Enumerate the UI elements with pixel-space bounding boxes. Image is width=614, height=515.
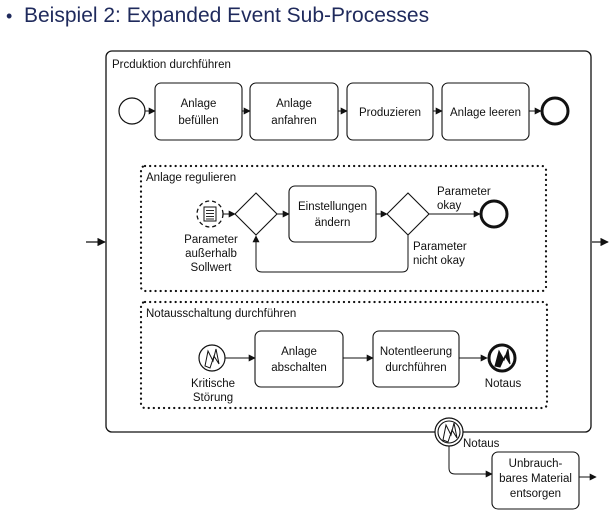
event-label: Parameter [184,234,238,246]
task-label: durchführen [385,362,446,374]
event-label: Sollwert [191,262,233,274]
error-end-event[interactable] [487,343,517,373]
flow-parameter-nicht-okay [252,235,409,273]
task-label: entsorgen [510,488,561,500]
error-icon [442,422,458,443]
subprocess-label: Anlage regulieren [146,172,236,184]
slide-title: • Beispiel 2: Expanded Event Sub-Processe… [6,4,429,28]
task-anlage-abschalten[interactable]: Anlage abschalten [254,330,344,388]
task-anlage-leeren[interactable]: Anlage leeren [441,82,530,141]
task-material-entsorgen[interactable]: Unbrauch- bares Material entsorgen [491,451,580,510]
start-event[interactable] [118,97,146,125]
task-label: bares Material [499,473,572,485]
event-subprocess-notausschaltung[interactable] [139,300,549,410]
slide-title-text: Beispiel 2: Expanded Event Sub-Processes [24,4,430,27]
error-start-event[interactable] [198,344,226,372]
conditional-icon [203,206,217,222]
error-icon [204,348,220,369]
task-label: abschalten [271,362,327,374]
main-process-label: Prcduktion durchführen [112,59,231,71]
task-label: ändern [315,217,351,229]
subprocess-label: Notausschaltung durchführen [146,308,296,320]
task-label: Notentleerung [380,346,452,358]
main-process-box[interactable] [105,50,592,433]
task-notentleerung[interactable]: Notentleerung durchführen [372,330,460,388]
task-label: anfahren [271,115,316,127]
event-label: Notaus [485,378,522,390]
end-event[interactable] [540,96,570,126]
task-label: befüllen [178,115,218,127]
task-label: Anlage [281,346,317,358]
task-label: Anlage [181,98,217,110]
task-label: Anlage [276,98,312,110]
boundary-error-event[interactable] [434,417,464,447]
end-event[interactable] [479,199,509,229]
task-anlage-anfahren[interactable]: Anlage anfahren [249,82,339,141]
flow-label: Parameter [413,241,467,253]
task-label: Anlage leeren [450,107,521,119]
exception-flow [448,446,493,478]
task-einstellungen-aendern[interactable]: Einstellungen ändern [288,185,377,243]
flow-label: Parameter [437,186,491,198]
conditional-start-event[interactable] [196,200,224,228]
event-label: Notaus [463,438,500,450]
flow-label: okay [437,200,462,212]
error-end-icon [494,348,511,368]
task-label: Produzieren [359,107,421,119]
event-label: außerhalb [185,248,237,260]
event-label: Störung [193,392,233,404]
task-produzieren[interactable]: Produzieren [346,82,434,141]
task-label: Unbrauch- [509,458,563,470]
flow-label: nicht okay [413,255,465,267]
event-label: Kritische [191,378,235,390]
exclusive-gateway[interactable] [234,192,278,236]
task-anlage-befuellen[interactable]: Anlage befüllen [154,82,243,141]
bullet: • [6,6,13,26]
exclusive-gateway[interactable] [386,192,430,236]
event-subprocess-anlage-regulieren[interactable] [139,164,548,293]
task-label: Einstellungen [298,201,367,213]
